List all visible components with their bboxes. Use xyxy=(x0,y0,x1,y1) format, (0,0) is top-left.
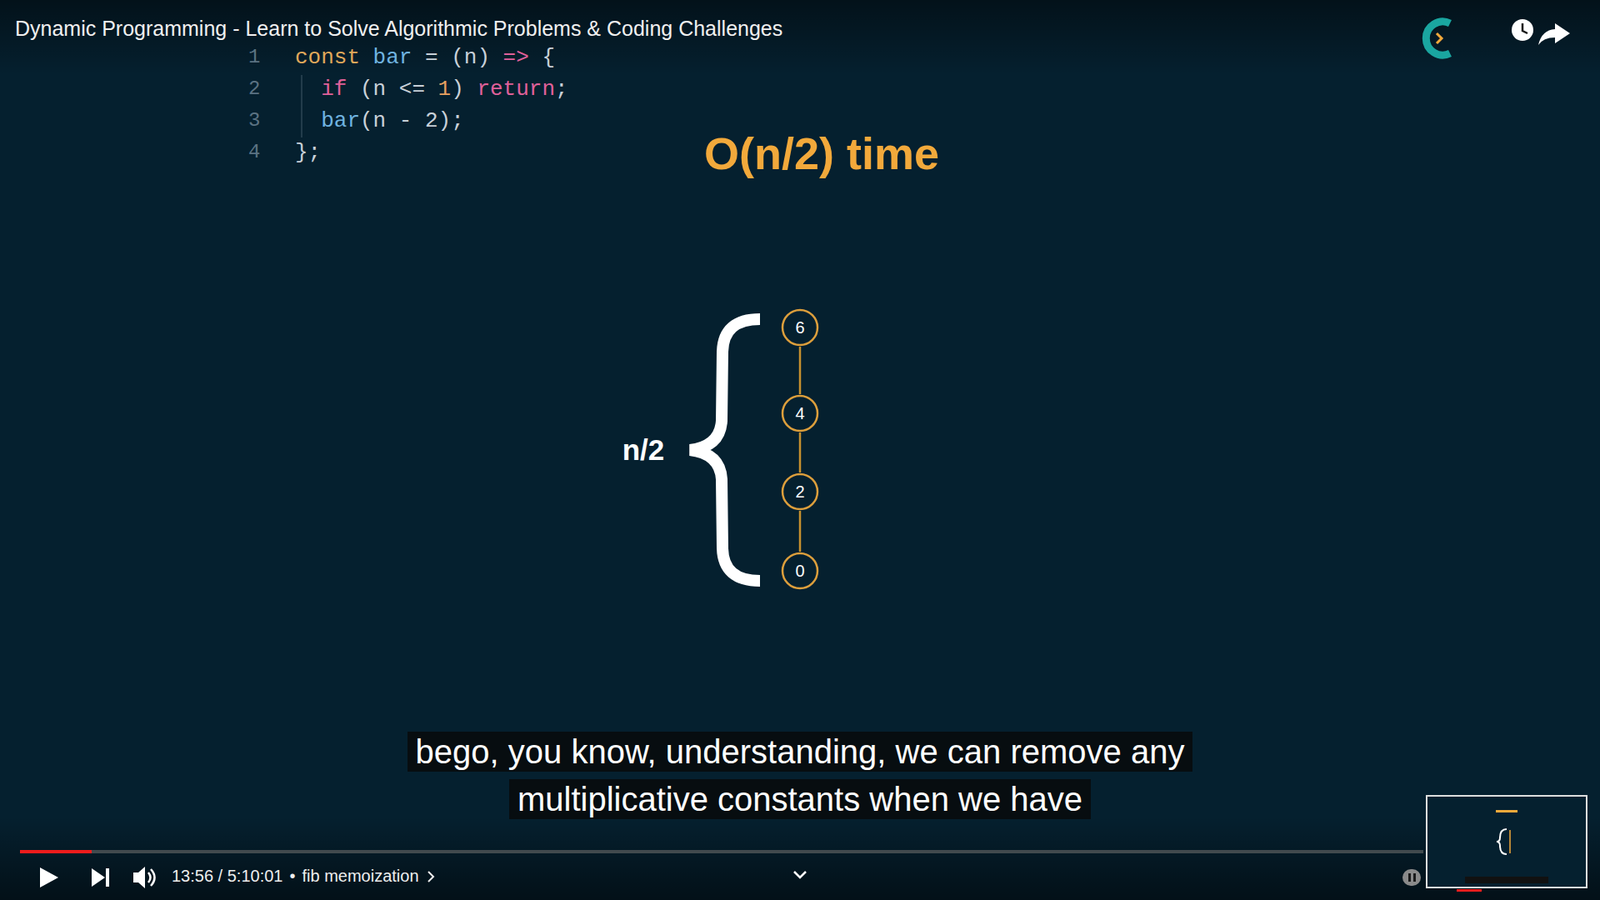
code-token: bar xyxy=(373,45,413,71)
code-token: bar xyxy=(320,109,360,135)
code-token: ; xyxy=(555,77,569,103)
thumbnail-caption xyxy=(1465,876,1549,884)
thumbnail-preview xyxy=(1426,795,1587,888)
code-token: }; xyxy=(295,140,321,166)
chevron-down xyxy=(794,871,806,878)
call-link xyxy=(799,510,802,552)
code-token: => xyxy=(503,45,530,71)
node-circle xyxy=(782,553,818,589)
call-node: 2 xyxy=(780,472,820,511)
node-number: 4 xyxy=(795,404,805,424)
code-token: ) xyxy=(450,77,465,103)
call-link xyxy=(799,346,802,395)
node-text-box: 4 xyxy=(780,394,820,433)
line-number: 1 xyxy=(248,45,260,70)
chapter-chevron xyxy=(428,871,434,882)
subtitle-box: bego, you know, understanding, we can re… xyxy=(333,728,1267,824)
next-bar xyxy=(105,868,110,887)
time-display: 13:56 / 5:10:01 xyxy=(171,866,283,886)
thumbnail-chain xyxy=(1509,830,1511,854)
clock-icon xyxy=(1511,19,1534,41)
video-title: Dynamic Programming - Learn to Solve Alg… xyxy=(15,16,783,41)
subtitle: bego, you know, understanding, we can re… xyxy=(407,731,1194,820)
indent-guide xyxy=(300,75,303,138)
clock-hand xyxy=(1522,23,1528,34)
code-token: const xyxy=(295,45,360,71)
curly-brace xyxy=(690,319,760,581)
node-circle xyxy=(782,310,818,345)
logo-chevron xyxy=(1436,33,1442,44)
node-number: 6 xyxy=(795,318,805,338)
node-text-box: 6 xyxy=(780,308,820,347)
node-number: 0 xyxy=(795,561,805,581)
code-token: = xyxy=(425,45,439,71)
logo-icon xyxy=(1425,21,1450,55)
pause-bar xyxy=(1408,873,1411,882)
thumbnail-brace xyxy=(1496,829,1507,855)
node-circle xyxy=(782,395,818,431)
chapter-title: fib memoization xyxy=(301,866,419,886)
call-node: 0 xyxy=(780,551,820,590)
code-token: (n - 2); xyxy=(360,109,465,135)
volume-icon xyxy=(133,866,145,889)
code-token: (n) xyxy=(450,45,490,71)
bottom-shade xyxy=(0,816,1600,900)
next-icon xyxy=(91,868,105,887)
thumbnail-progress xyxy=(1456,889,1482,892)
chapter-chevron xyxy=(425,868,436,885)
code-token: if xyxy=(320,77,347,103)
code-token: { xyxy=(541,45,555,71)
node-circle xyxy=(782,474,818,510)
share-icon xyxy=(1538,23,1570,45)
brace-label: n/2 xyxy=(622,433,665,467)
play-icon xyxy=(40,867,59,888)
code-token: return xyxy=(476,77,555,103)
player-time-row: 13:56 / 5:10:01 • fib memoization xyxy=(171,866,436,886)
line-number: 2 xyxy=(248,77,260,101)
complexity-heading: O(n/2) time xyxy=(704,127,940,180)
top-shade xyxy=(0,0,1600,75)
node-number: 2 xyxy=(795,482,805,502)
call-node: 4 xyxy=(780,394,820,433)
autoplay-toggle xyxy=(1402,869,1421,886)
code-token: (n <= xyxy=(360,77,425,103)
volume-waves xyxy=(148,869,155,886)
node-text-box: 0 xyxy=(780,551,820,590)
pause-bar xyxy=(1413,873,1416,882)
separator: • xyxy=(289,866,295,886)
call-link xyxy=(799,432,802,473)
progress-track xyxy=(20,850,1424,854)
call-node: 6 xyxy=(780,308,820,347)
line-number: 4 xyxy=(248,140,260,165)
code-token: 1 xyxy=(438,77,452,103)
node-text-box: 2 xyxy=(780,472,820,511)
progress-played xyxy=(20,850,92,854)
thumbnail-title xyxy=(1495,810,1518,813)
line-number: 3 xyxy=(248,109,260,133)
